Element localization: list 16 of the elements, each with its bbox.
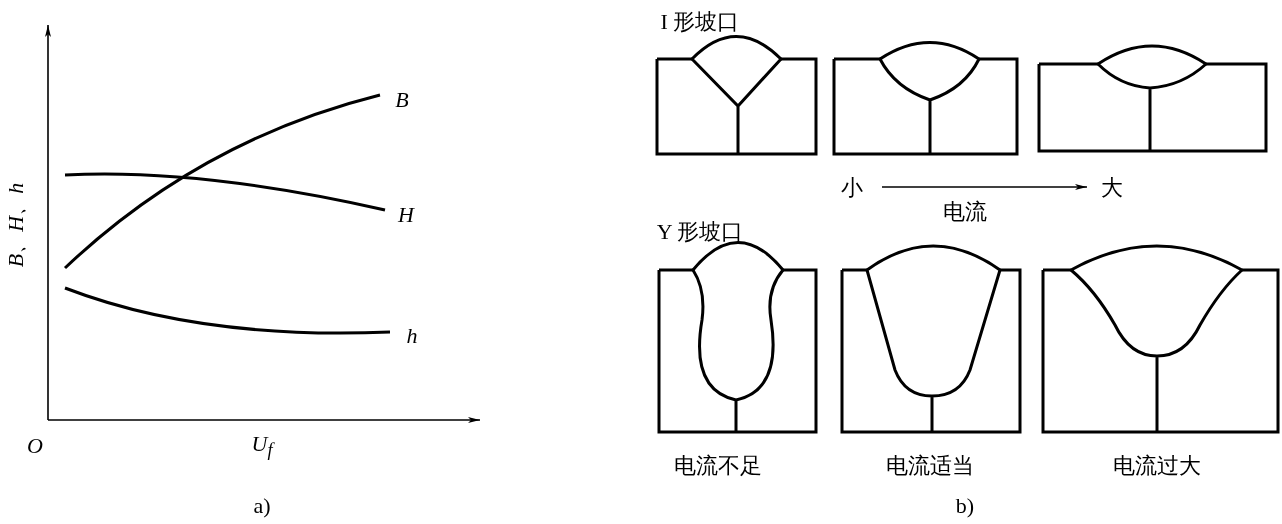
curve-label: B bbox=[395, 89, 409, 111]
caption-text: 电流适当 bbox=[886, 455, 974, 477]
axis-title: B、H、h bbox=[5, 182, 27, 268]
curve-label: h bbox=[406, 325, 418, 347]
origin-label: O bbox=[27, 435, 43, 457]
curve-label: H bbox=[398, 204, 414, 226]
panel-label: a) bbox=[253, 495, 271, 517]
scale-label: 大 bbox=[1101, 177, 1123, 199]
caption-text: 电流不足 bbox=[674, 455, 762, 477]
axis-title: 电流 bbox=[943, 201, 987, 223]
section-title: Y 形坡口 bbox=[656, 221, 744, 243]
caption-text: 电流过大 bbox=[1113, 455, 1201, 477]
section-title: I 形坡口 bbox=[660, 11, 740, 33]
panel-label: b) bbox=[955, 495, 975, 517]
axis-title: U$_{f}$ bbox=[251, 432, 273, 460]
scale-label: 小 bbox=[841, 177, 863, 199]
